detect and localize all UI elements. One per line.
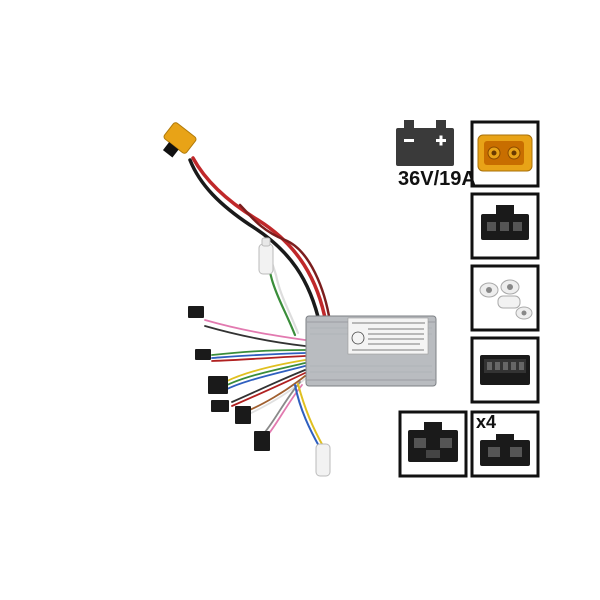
quantity-label: x4 — [476, 412, 497, 432]
frame-3pin — [470, 192, 540, 260]
frame-4pin — [398, 410, 468, 478]
6-pin-connector-icon — [480, 355, 530, 385]
voltage-label: 36V/19A — [398, 168, 476, 190]
bullet-connector-icon — [479, 279, 533, 320]
xt60-plug — [162, 122, 197, 158]
3-pin-connector-icon — [481, 205, 529, 240]
frame-6pin — [470, 336, 540, 404]
frame-bullet — [470, 264, 540, 332]
wire-bundle — [188, 156, 332, 449]
frame-xt60 — [470, 120, 540, 188]
white-bullet-plug-bottom — [315, 443, 331, 477]
white-bullet-plug-top — [258, 237, 274, 275]
xt60-connector-icon — [477, 134, 533, 172]
4-pin-connector-icon — [408, 422, 458, 462]
frame-2pin — [470, 410, 540, 478]
battery-icon — [396, 120, 454, 166]
small-connectors — [188, 306, 270, 451]
controller-box — [305, 315, 437, 387]
2-pin-connector-icon — [480, 434, 530, 466]
